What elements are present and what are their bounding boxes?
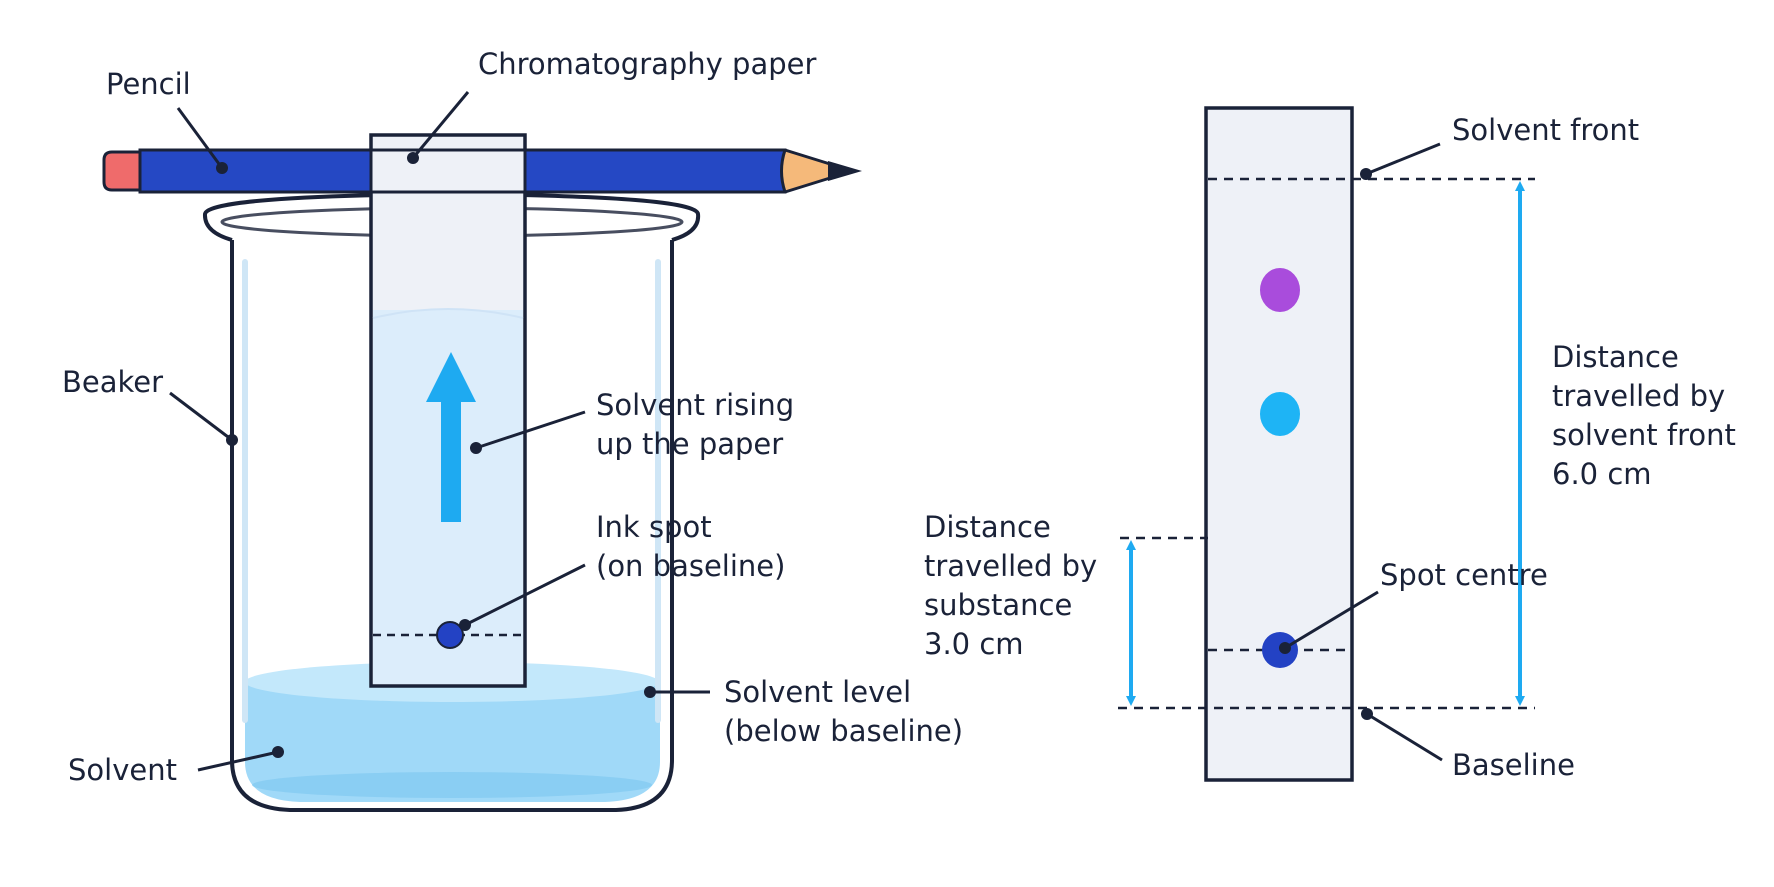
paper-label: Chromatography paper	[478, 47, 816, 81]
front-distance-label-line1: Distance	[1552, 340, 1679, 374]
pencil-label: Pencil	[106, 67, 191, 101]
chromatography-paper	[369, 133, 527, 688]
solvent-rising-arrow	[441, 400, 461, 522]
solvent-level-label-line1: Solvent level	[724, 675, 911, 709]
pencil	[102, 148, 862, 194]
solvent-level-label-line2: (below baseline)	[724, 714, 963, 748]
purple-spot	[1260, 268, 1300, 312]
solvent-label: Solvent	[68, 753, 177, 787]
beaker-setup: Pencil Chromatography paper Beaker Solve…	[62, 47, 963, 812]
front-distance-label-line2: travelled by	[1552, 379, 1725, 413]
chromatogram-paper	[1204, 106, 1354, 782]
ink-spot	[436, 621, 464, 649]
ink-spot-label-line2: (on baseline)	[596, 549, 785, 583]
solvent-liquid	[245, 662, 660, 802]
light-blue-spot	[1260, 392, 1300, 436]
ink-spot-label-line1: Ink spot	[596, 510, 712, 544]
solvent-rising-label-line1: Solvent rising	[596, 388, 794, 422]
front-distance-label-line3: solvent front	[1552, 418, 1736, 452]
baseline-label: Baseline	[1452, 748, 1575, 782]
chromatogram: Solvent front Distance travelled by solv…	[924, 106, 1736, 782]
front-distance-value: 6.0 cm	[1552, 457, 1652, 491]
solvent-front-label: Solvent front	[1452, 113, 1639, 147]
substance-distance-value: 3.0 cm	[924, 627, 1024, 661]
beaker-label: Beaker	[62, 365, 163, 399]
left-leader-dots	[216, 152, 656, 758]
substance-distance-label-line1: Distance	[924, 510, 1051, 544]
substance-distance-label-line2: travelled by	[924, 549, 1097, 583]
solvent-rising-label-line2: up the paper	[596, 427, 783, 461]
left-leaders	[169, 91, 710, 772]
substance-distance-label-line3: substance	[924, 588, 1072, 622]
spot-centre-label: Spot centre	[1380, 558, 1548, 592]
